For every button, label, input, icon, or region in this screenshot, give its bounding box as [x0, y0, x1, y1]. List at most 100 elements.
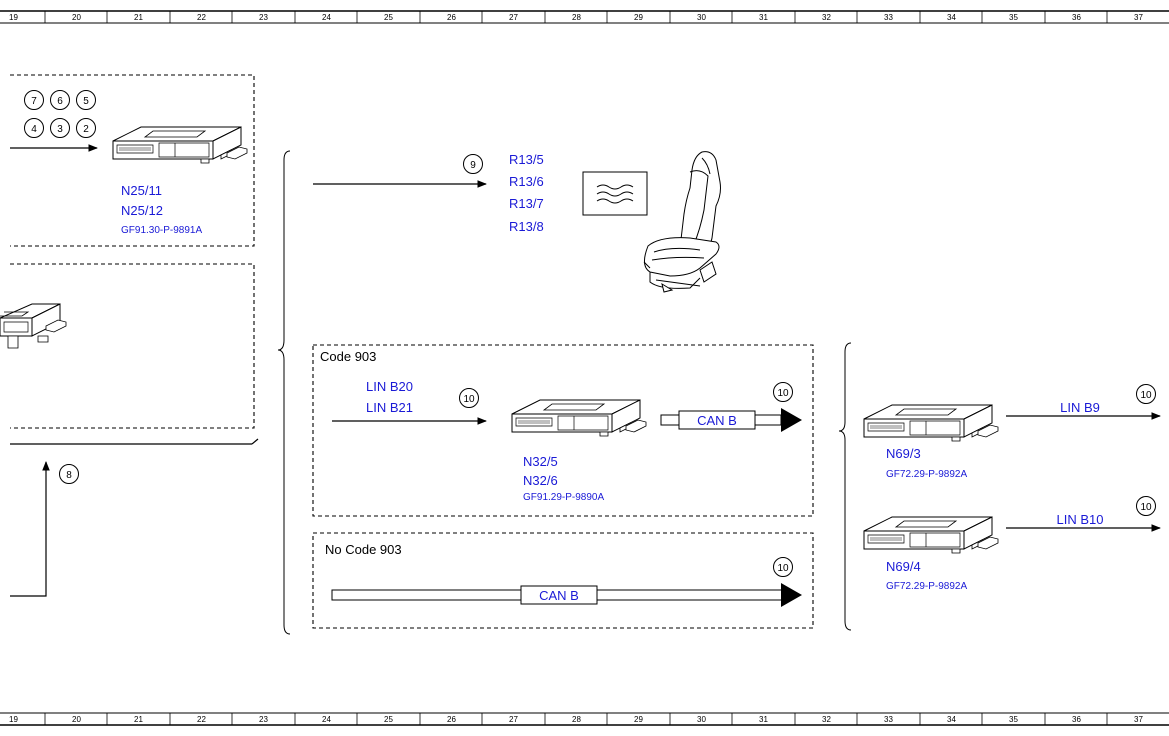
bottom-ruler: 19 20 21 22 23 24 25 26 27 28 29 30 31 3… — [0, 712, 1169, 726]
dashed-box-left-lower — [10, 263, 255, 429]
ecu-label: N69/4 — [886, 559, 921, 574]
lin-label: LIN B21 — [366, 400, 413, 415]
ruler-number: 23 — [259, 715, 268, 724]
ruler-number: 20 — [72, 13, 81, 22]
ecu-reference: GF72.29-P-9892A — [886, 469, 967, 480]
ruler-number: 30 — [697, 715, 706, 724]
ecu-reference: GF91.29-P-9890A — [523, 492, 604, 503]
circle-label: 9 — [470, 160, 476, 171]
ruler-number: 28 — [572, 13, 581, 22]
ruler-number: 33 — [884, 715, 893, 724]
ruler-number: 35 — [1009, 715, 1018, 724]
ruler-number: 22 — [197, 715, 206, 724]
ruler-number: 19 — [9, 715, 18, 724]
circle-marker — [773, 557, 793, 577]
circle-marker — [1136, 496, 1156, 516]
circle-label: 10 — [777, 563, 789, 574]
section-title: Code 903 — [320, 349, 376, 364]
seat-component-label: R13/6 — [509, 174, 544, 189]
can-b-bus-arrow: CAN B — [331, 583, 802, 607]
circle-label: 3 — [57, 124, 63, 135]
circle-label: 2 — [83, 124, 89, 135]
seat-component-label: R13/7 — [509, 196, 544, 211]
ruler-number: 31 — [759, 715, 768, 724]
ruler-number: 32 — [822, 715, 831, 724]
lin-label: LIN B10 — [1057, 512, 1104, 527]
n69-section: N69/3 GF72.29-P-9892A LIN B9 10 N69/4 GF… — [863, 384, 1161, 592]
ruler-number: 25 — [384, 715, 393, 724]
ruler-number: 21 — [134, 715, 143, 724]
lin-label: LIN B20 — [366, 379, 413, 394]
circle-label: 6 — [57, 96, 63, 107]
can-b-bus-arrow: CAN B — [660, 408, 802, 432]
ruler-number: 31 — [759, 13, 768, 22]
ecu-label: N25/11 — [121, 183, 162, 198]
ruler-number: 34 — [947, 13, 956, 22]
ruler-number: 36 — [1072, 715, 1081, 724]
ruler-number: 24 — [322, 715, 331, 724]
ruler-number: 21 — [134, 13, 143, 22]
circle-marker — [1136, 384, 1156, 404]
connector-circles: 7 6 5 4 3 2 — [24, 90, 96, 138]
ruler-number: 27 — [509, 715, 518, 724]
arrow-up-line — [10, 461, 50, 597]
control-unit-partial — [0, 303, 67, 349]
ruler-number: 26 — [447, 13, 456, 22]
section-title: No Code 903 — [325, 542, 402, 557]
seat-component-label: R13/5 — [509, 152, 544, 167]
seat-icon — [643, 151, 721, 293]
no-code-903-section: No Code 903 CAN B 10 — [312, 532, 814, 629]
code-903-section: Code 903 LIN B20 LIN B21 10 N32/5 N32/6 … — [312, 344, 814, 517]
circle-label: 4 — [31, 124, 37, 135]
circle-label: 5 — [83, 96, 89, 107]
circle-marker — [463, 154, 483, 174]
circle-label: 10 — [1140, 502, 1152, 513]
control-unit-n25 — [112, 126, 248, 164]
ruler-number: 36 — [1072, 13, 1081, 22]
ecu-label: N32/5 — [523, 454, 558, 469]
ruler-number: 22 — [197, 13, 206, 22]
ruler-number: 27 — [509, 13, 518, 22]
ruler-number: 33 — [884, 13, 893, 22]
ruler-number: 26 — [447, 715, 456, 724]
heater-element-icon — [582, 171, 648, 216]
left-section: 7 6 5 4 3 2 N25/11 N25/12 GF91.30-P-9891… — [0, 74, 259, 597]
circle-marker — [59, 464, 79, 484]
ecu-label: N25/12 — [121, 203, 163, 218]
ecu-label: N69/3 — [886, 446, 921, 461]
seat-component-label: R13/8 — [509, 219, 544, 234]
ruler-number: 34 — [947, 715, 956, 724]
circle-marker — [773, 382, 793, 402]
dashed-box-n25 — [10, 74, 255, 247]
ruler-number: 29 — [634, 13, 643, 22]
circle-label: 8 — [66, 470, 72, 481]
circle-label: 10 — [1140, 390, 1152, 401]
ruler-number: 25 — [384, 13, 393, 22]
ruler-number: 24 — [322, 13, 331, 22]
ecu-reference: GF91.30-P-9891A — [121, 225, 202, 236]
right-bracket — [838, 342, 852, 631]
circle-label: 7 — [31, 96, 37, 107]
circle-marker — [459, 388, 479, 408]
ecu-reference: GF72.29-P-9892A — [886, 581, 967, 592]
control-unit-n32 — [511, 399, 647, 437]
ruler-number: 29 — [634, 715, 643, 724]
top-ruler: 19 20 21 22 23 24 25 26 27 28 29 30 31 3… — [0, 10, 1169, 24]
bus-label: CAN B — [697, 413, 737, 428]
bus-label: CAN B — [539, 588, 579, 603]
circle-label: 10 — [463, 394, 475, 405]
lin-label: LIN B9 — [1060, 400, 1100, 415]
circle-label: 10 — [777, 388, 789, 399]
ruler-number: 30 — [697, 13, 706, 22]
ruler-number: 37 — [1134, 13, 1143, 22]
ruler-number: 35 — [1009, 13, 1018, 22]
ruler-number: 19 — [9, 13, 18, 22]
seat-section: 9 R13/5 R13/6 R13/7 R13/8 — [313, 151, 721, 293]
ecu-label: N32/6 — [523, 473, 558, 488]
control-unit-n69-4 — [863, 516, 999, 554]
ruler-number: 32 — [822, 13, 831, 22]
control-unit-n69-3 — [863, 404, 999, 442]
ruler-number: 23 — [259, 13, 268, 22]
ruler-number: 37 — [1134, 715, 1143, 724]
